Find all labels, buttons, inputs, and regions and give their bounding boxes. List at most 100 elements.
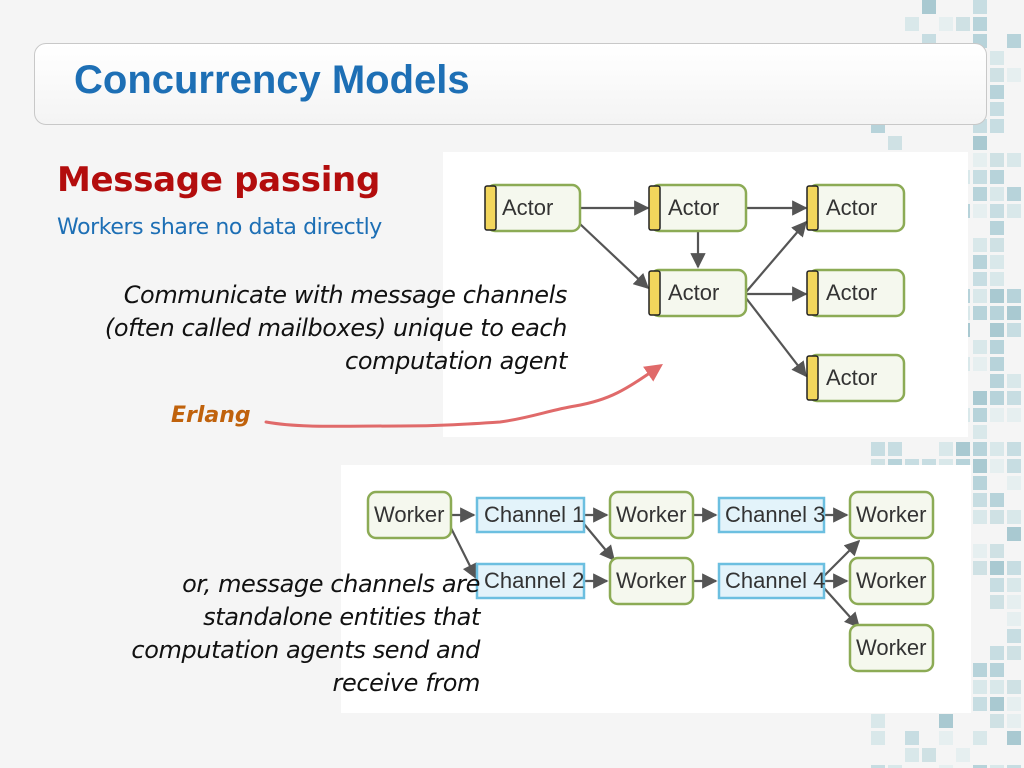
page-title: Concurrency Models — [74, 58, 470, 102]
actor-node: Actor — [806, 268, 906, 318]
erlang-arrow — [264, 363, 663, 428]
actor-arrows — [579, 200, 808, 378]
mosaic-tile — [990, 221, 1004, 235]
mosaic-tile — [973, 442, 987, 456]
mosaic-tile — [905, 731, 919, 745]
mosaic-tile — [973, 153, 987, 167]
mosaic-tile — [990, 85, 1004, 99]
mosaic-tile — [990, 408, 1004, 422]
mosaic-tile — [973, 170, 987, 184]
mosaic-tile — [888, 765, 902, 768]
mosaic-tile — [973, 561, 987, 575]
mosaic-tile — [871, 765, 885, 768]
mosaic-tile — [1007, 306, 1021, 320]
mosaic-tile — [1007, 765, 1021, 768]
worker-label: Worker — [616, 568, 687, 593]
arrow-a4-a3 — [745, 220, 808, 293]
description-line: computation agents send and — [131, 636, 480, 664]
mosaic-tile — [1007, 323, 1021, 337]
mosaic-tile — [1007, 374, 1021, 388]
actor-label: Actor — [502, 195, 553, 220]
mosaic-tile — [973, 255, 987, 269]
description-line: standalone entities that — [203, 603, 480, 631]
channel-label: Channel 4 — [725, 568, 825, 593]
actor-label: Actor — [826, 195, 877, 220]
title-bar — [34, 43, 987, 125]
mosaic-tile — [990, 663, 1004, 677]
mosaic-tile — [990, 765, 1004, 768]
channel-description: or, message channels are standalone enti… — [40, 568, 480, 700]
actor-node: Actor — [806, 183, 906, 233]
worker-node: Worker — [848, 490, 935, 540]
description-line: computation agent — [345, 347, 567, 375]
mosaic-tile — [973, 136, 987, 150]
mosaic-tile — [939, 765, 953, 768]
mosaic-tile — [1007, 578, 1021, 592]
mosaic-tile — [1007, 697, 1021, 711]
mosaic-tile — [990, 187, 1004, 201]
arrow-c1-w3 — [583, 523, 615, 562]
mosaic-tile — [922, 0, 936, 14]
channel-label: Channel 2 — [484, 568, 584, 593]
mosaic-tile — [990, 697, 1004, 711]
worker-node: Worker — [608, 490, 695, 540]
mosaic-tile — [990, 459, 1004, 473]
mosaic-tile — [973, 306, 987, 320]
mosaic-tile — [1007, 68, 1021, 82]
mosaic-tile — [990, 323, 1004, 337]
mosaic-tile — [973, 765, 987, 768]
actor-label: Actor — [668, 195, 719, 220]
mosaic-tile — [990, 357, 1004, 371]
mosaic-tile — [1007, 476, 1021, 490]
actor-label: Actor — [826, 365, 877, 390]
mosaic-tile — [973, 680, 987, 694]
mosaic-tile — [990, 561, 1004, 575]
mosaic-tile — [990, 374, 1004, 388]
mosaic-tile — [990, 153, 1004, 167]
worker-node: Worker — [608, 556, 695, 606]
mosaic-tile — [973, 663, 987, 677]
mosaic-tile — [990, 646, 1004, 660]
mosaic-tile — [973, 697, 987, 711]
actor-node: Actor — [648, 268, 748, 318]
arrow-a1-a4 — [579, 223, 650, 290]
mosaic-tile — [871, 714, 885, 728]
mosaic-tile — [973, 204, 987, 218]
mosaic-tile — [922, 748, 936, 762]
mosaic-tile — [990, 204, 1004, 218]
mosaic-tile — [990, 51, 1004, 65]
mosaic-tile — [990, 544, 1004, 558]
mosaic-tile — [1007, 459, 1021, 473]
actor-description: Communicate with message channels (often… — [40, 279, 568, 378]
mosaic-tile — [1007, 391, 1021, 405]
mosaic-tile — [1007, 612, 1021, 626]
mosaic-tile — [990, 595, 1004, 609]
mosaic-tile — [1007, 646, 1021, 660]
arrow-c4-w6 — [823, 587, 861, 629]
mosaic-tile — [1007, 561, 1021, 575]
mosaic-tile — [973, 17, 987, 31]
mosaic-tile — [1007, 187, 1021, 201]
mosaic-tile — [973, 408, 987, 422]
worker-label: Worker — [616, 502, 687, 527]
mosaic-tile — [973, 187, 987, 201]
mosaic-tile — [1007, 680, 1021, 694]
mosaic-tile — [1007, 204, 1021, 218]
mosaic-tile — [990, 391, 1004, 405]
mosaic-tile — [973, 272, 987, 286]
mosaic-tile — [990, 272, 1004, 286]
mosaic-tile — [973, 0, 987, 14]
mosaic-tile — [956, 17, 970, 31]
mosaic-tile — [973, 544, 987, 558]
channel-label: Channel 3 — [725, 502, 825, 527]
mosaic-tile — [905, 17, 919, 31]
mosaic-tile — [990, 714, 1004, 728]
mosaic-tile — [990, 306, 1004, 320]
mosaic-tile — [905, 748, 919, 762]
actor-label: Actor — [668, 280, 719, 305]
mosaic-tile — [973, 476, 987, 490]
mosaic-tile — [973, 238, 987, 252]
channel-node: Channel 4 — [717, 562, 825, 600]
description-line: (often called mailboxes) unique to each — [104, 314, 568, 342]
mosaic-tile — [990, 255, 1004, 269]
